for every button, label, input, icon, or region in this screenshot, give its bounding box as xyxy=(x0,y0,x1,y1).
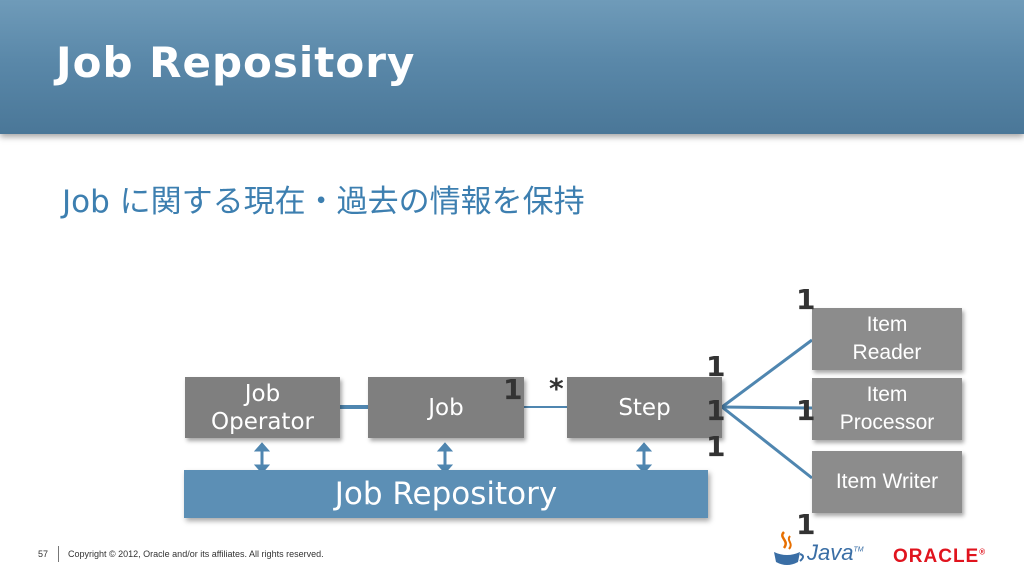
multiplicity-step: * xyxy=(549,372,564,405)
step-processor-connector xyxy=(721,405,813,410)
step-writer-connector xyxy=(721,405,813,480)
multiplicity-processor: 1 xyxy=(796,394,816,427)
footer-divider xyxy=(58,546,59,562)
page-number: 57 xyxy=(38,549,49,559)
slide-subtitle: Job に関する現在・過去の情報を保持 xyxy=(62,184,585,220)
multiplicity-writer: 1 xyxy=(796,508,816,541)
multiplicity-step-processor: 1 xyxy=(706,394,726,427)
job-box: Job xyxy=(368,377,524,438)
job-repository-box: Job Repository xyxy=(184,470,708,518)
oracle-logo: ORACLE® xyxy=(893,546,987,567)
copyright-text: Copyright © 2012, Oracle and/or its affi… xyxy=(68,549,324,559)
title-bar: Job Repository xyxy=(0,0,1024,134)
slide-title: Job Repository xyxy=(56,38,416,87)
step-repository-arrow xyxy=(635,442,653,474)
item-reader-box: Item Reader xyxy=(812,308,962,370)
java-cup-icon xyxy=(774,531,804,565)
multiplicity-job: 1 xyxy=(503,373,523,406)
item-processor-box: Item Processor xyxy=(812,378,962,440)
multiplicity-reader: 1 xyxy=(796,283,816,316)
step-reader-connector xyxy=(721,338,813,409)
multiplicity-step-reader: 1 xyxy=(706,350,726,383)
operator-repository-arrow xyxy=(253,442,271,474)
multiplicity-step-writer: 1 xyxy=(706,430,726,463)
job-operator-box: Job Operator xyxy=(185,377,340,438)
job-repository-arrow xyxy=(436,442,454,474)
step-box: Step xyxy=(567,377,722,438)
java-logo-text: JavaTM xyxy=(807,540,864,565)
item-writer-box: Item Writer xyxy=(812,451,962,513)
